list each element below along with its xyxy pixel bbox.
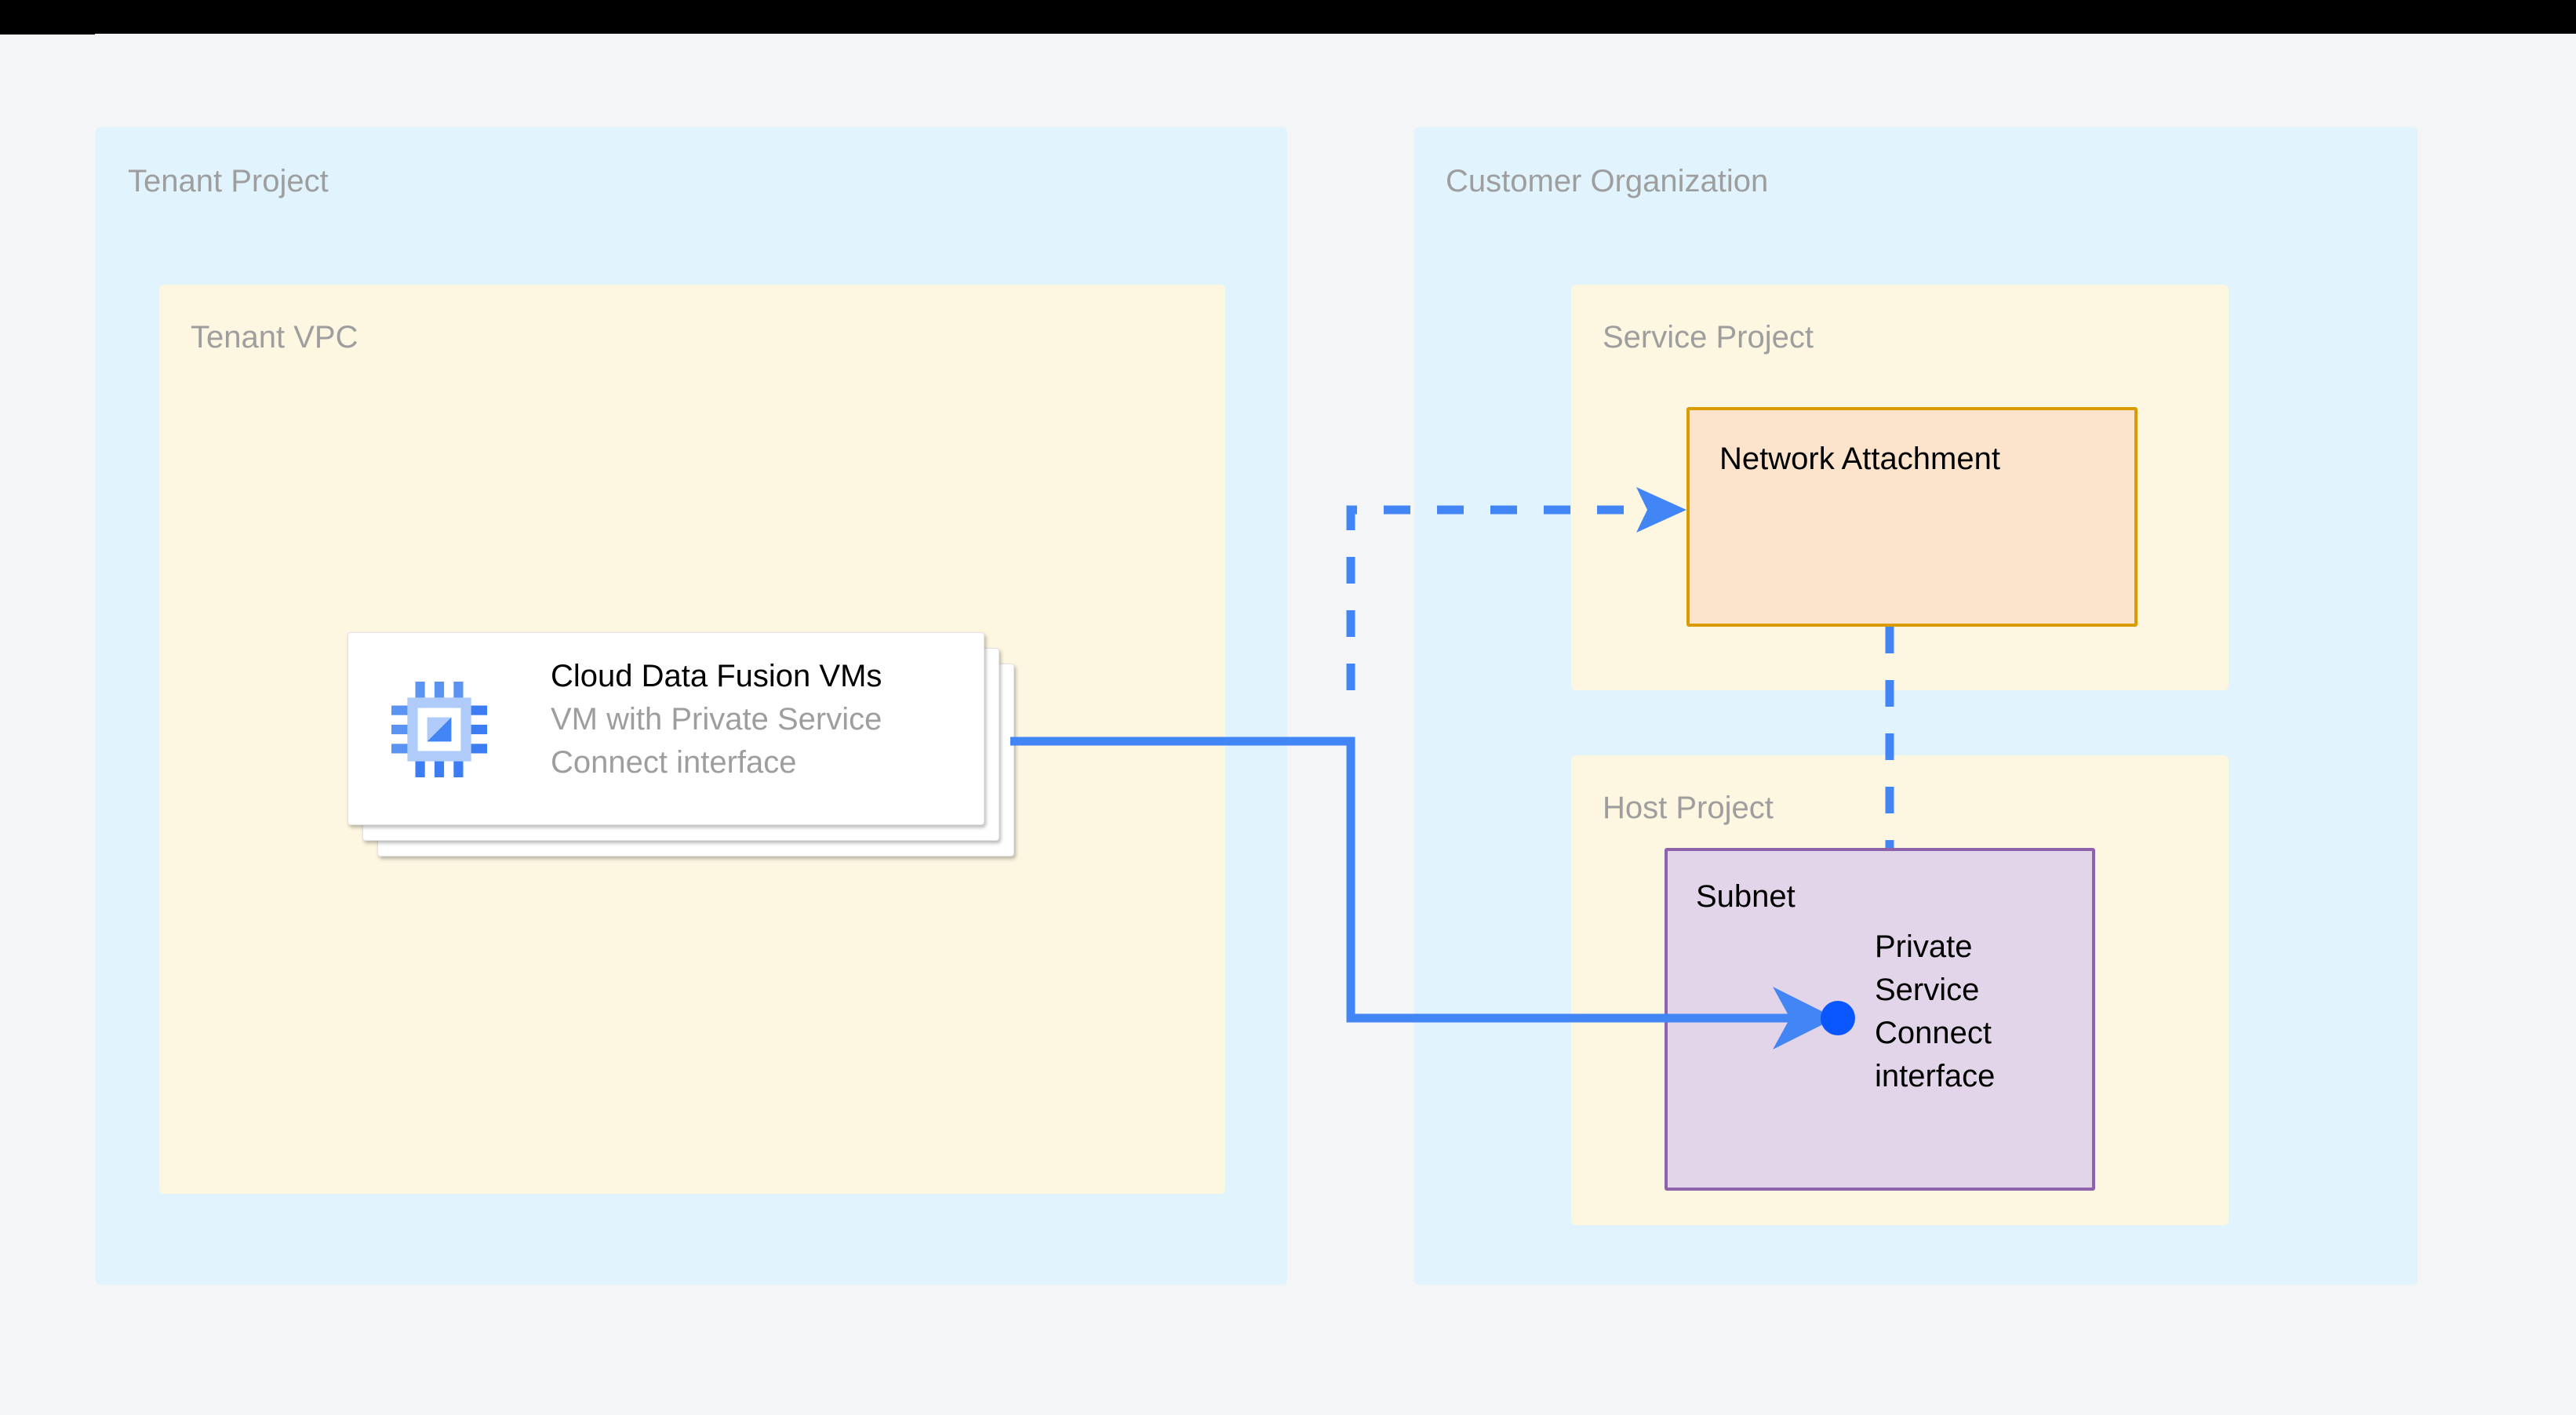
window-chrome-notch: [0, 32, 95, 35]
node-network-attachment-label: Network Attachment: [1719, 442, 2000, 476]
vm-card-front[interactable]: Cloud Data Fusion VMs VM with Private Se…: [347, 632, 984, 825]
psc-interface-label-line2: Service: [1875, 973, 1980, 1007]
vm-card-title: Cloud Data Fusion VMs: [551, 659, 882, 693]
vm-card-subtitle-line2: Connect interface: [551, 745, 797, 780]
vm-card-stack[interactable]: Cloud Data Fusion VMs VM with Private Se…: [347, 632, 1038, 868]
group-tenant-project-label: Tenant Project: [128, 164, 329, 198]
window-chrome-bar: [0, 0, 2576, 34]
project-tenant-vpc-label: Tenant VPC: [191, 320, 358, 355]
psc-interface-label: Private Service Connect interface: [1875, 926, 2047, 1098]
group-customer-organization-label: Customer Organization: [1446, 164, 1769, 198]
vm-card-subtitle-line1: VM with Private Service: [551, 702, 882, 737]
project-service-project-label: Service Project: [1603, 320, 1814, 355]
cpu-chip-icon: [391, 682, 487, 777]
node-subnet-label: Subnet: [1696, 879, 1796, 914]
psc-interface-label-line3: Connect: [1875, 1016, 1992, 1050]
psc-interface-label-line4: interface: [1875, 1059, 1996, 1093]
vm-card-text: Cloud Data Fusion VMs VM with Private Se…: [551, 655, 966, 784]
project-host-project-label: Host Project: [1603, 791, 1774, 825]
node-network-attachment[interactable]: Network Attachment: [1686, 407, 2138, 627]
psc-interface-label-line1: Private: [1875, 929, 1973, 964]
